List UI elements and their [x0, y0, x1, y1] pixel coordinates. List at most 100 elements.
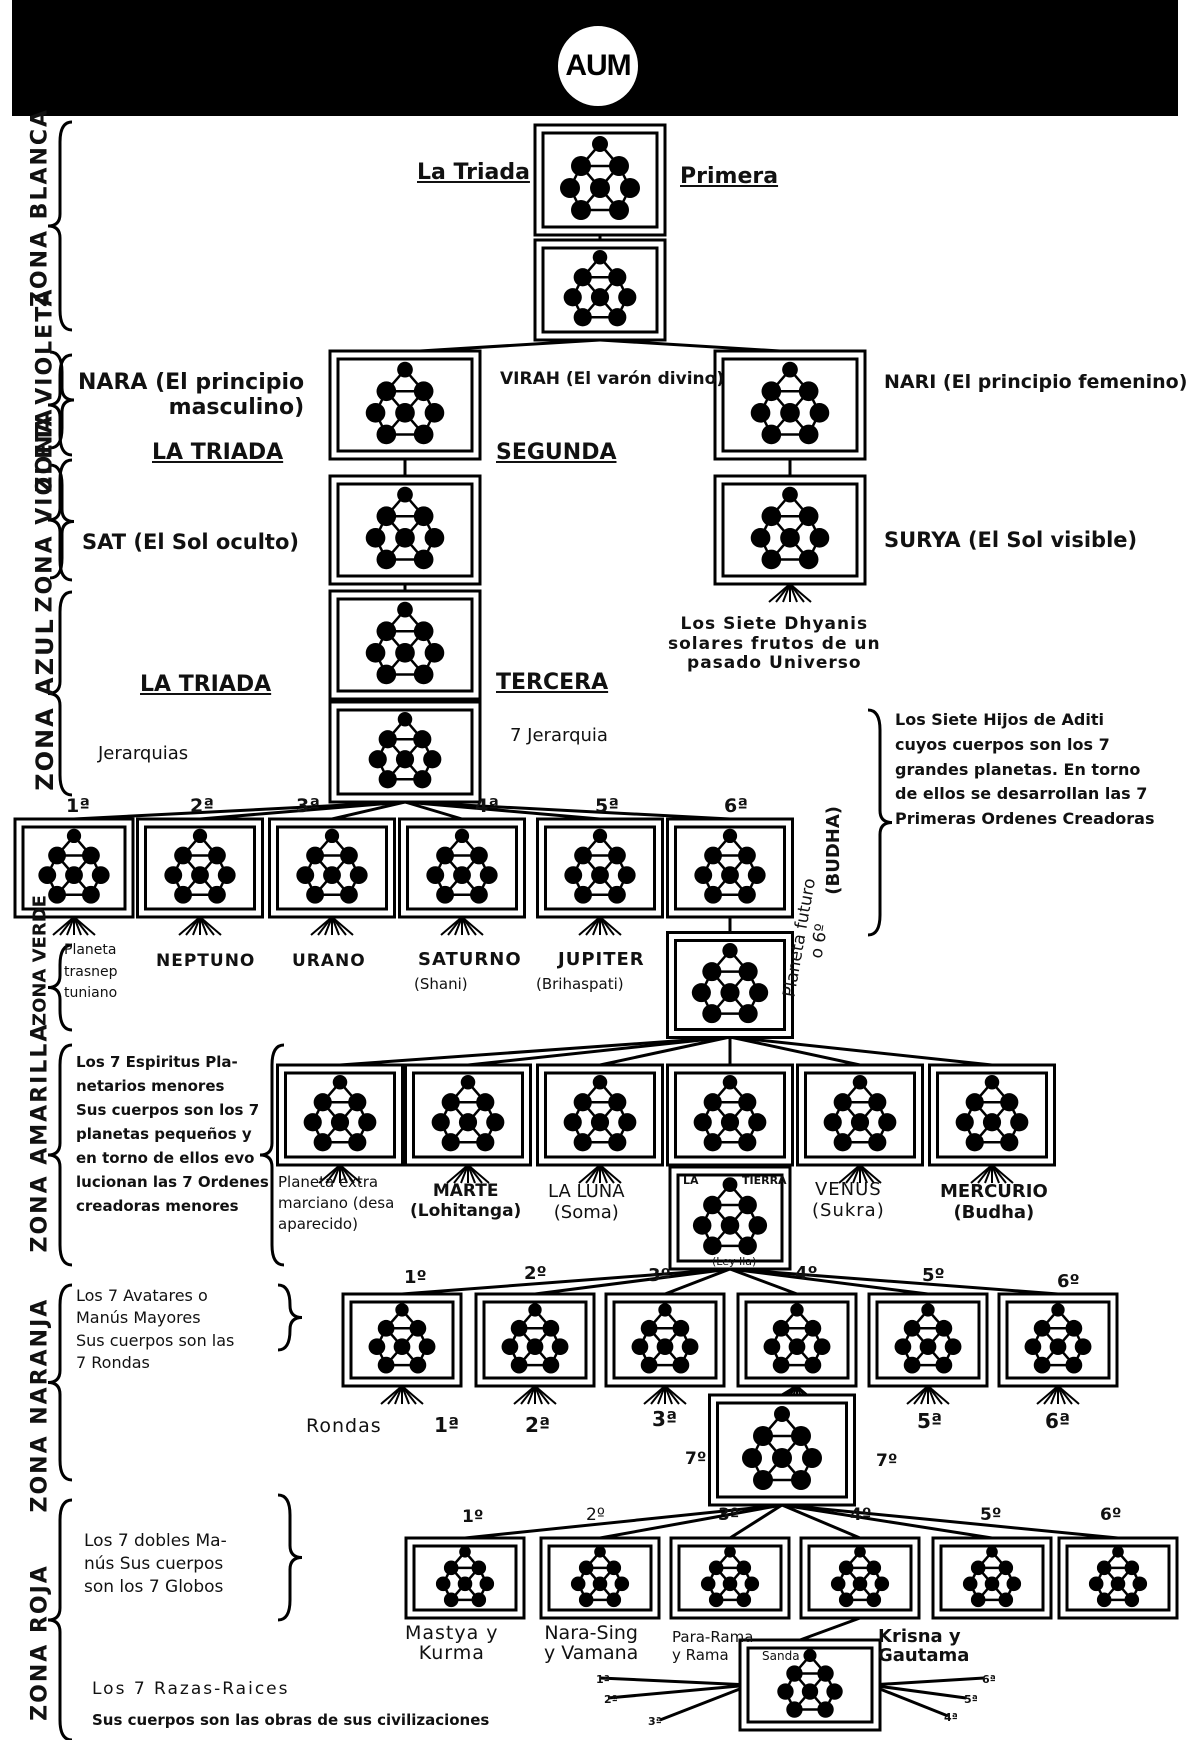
box-tierra: [668, 1165, 792, 1271]
box-first-1: [533, 123, 667, 237]
urano-label: URANO: [292, 951, 366, 971]
rondas-ord-1: 1ª: [434, 1413, 460, 1437]
rondas-ord-5: 5ª: [917, 1409, 943, 1433]
venus-label: VENUS (Sukra): [812, 1179, 885, 1221]
seventh-manu-right: 7º: [876, 1451, 898, 1471]
box-h3: [268, 817, 396, 919]
ronda-ordinal-2: 2º: [524, 1263, 547, 1284]
box-y3: [536, 1063, 664, 1167]
race-ordinal-1: 1ª: [596, 1673, 610, 1686]
box-g6: [1057, 1536, 1179, 1620]
box-sat: [328, 474, 482, 586]
third-triad-left: LA TRIADA: [140, 672, 272, 697]
box-seventh-round: [708, 1393, 856, 1507]
globe-ordinal-4: 4º: [850, 1505, 872, 1525]
luna-label: LA LUNA (Soma): [548, 1181, 625, 1223]
triad-boxes: [13, 123, 1179, 1732]
obras-label: Sus cuerpos son las obras de sus civiliz…: [92, 1711, 490, 1729]
zone-label-violeta-2: ZONA VIOLETA: [32, 407, 58, 613]
marte-label: MARTE (Lohitanga): [410, 1181, 522, 1221]
box-h1: [13, 817, 135, 919]
box-y5: [796, 1063, 924, 1167]
zone-label-naranja: ZONA NARANJA: [27, 1297, 53, 1513]
box-surya: [713, 474, 867, 586]
box-h2: [136, 817, 264, 919]
second-triad-right: SEGUNDA: [496, 440, 617, 465]
connector-lines: [73, 235, 1119, 1722]
globe-ordinal-6: 6º: [1100, 1505, 1122, 1525]
mastya-label: Mastya y Kurma: [405, 1622, 499, 1664]
saturno-label: SATURNO: [418, 949, 522, 970]
zone-label-amarilla: ZONA AMARILLA: [27, 1022, 53, 1253]
race-ordinal-3: 3ª: [648, 1715, 662, 1728]
box-r1: [341, 1292, 463, 1388]
nari-label: NARI (El principio femenino): [884, 371, 1188, 393]
neptuno-label: NEPTUNO: [156, 951, 256, 971]
globe-ordinal-5: 5º: [980, 1505, 1002, 1525]
second-triad-left: LA TRIADA: [152, 440, 284, 465]
first-triad-left: La Triada: [417, 160, 530, 185]
ronda-ordinal-3: 3º: [648, 1265, 671, 1286]
box-future: [666, 931, 794, 1039]
trasneptuniano-label: Planeta trasnep tuniano: [64, 942, 118, 1002]
hierarchy-ordinal-4: 4ª: [475, 795, 499, 817]
box-r4: [736, 1292, 858, 1388]
hierarchy-ordinal-1: 1ª: [66, 795, 90, 817]
aum-symbol: AUM: [554, 22, 642, 110]
box-third-1: [328, 589, 482, 701]
rondas-ord-2: 2ª: [525, 1413, 551, 1437]
virah-label: VIRAH (El varón divino): [500, 369, 725, 389]
jupiter-sub: (Brihaspati): [536, 975, 624, 993]
hierarchy-ordinal-2: 2ª: [190, 795, 214, 817]
box-razas: [738, 1638, 882, 1732]
ronda-ordinal-5: 5º: [922, 1265, 945, 1286]
dhyanis-note: Los Siete Dhyanis solares frutos de un p…: [668, 614, 881, 674]
box-g5: [931, 1536, 1053, 1620]
zone-label-blanca: ZONA BLANCA: [27, 107, 53, 308]
jupiter-label: JUPITER: [558, 949, 645, 970]
hierarchy-ordinal-6: 6ª: [724, 795, 748, 817]
zone-label-azul: ZONA AZUL: [31, 617, 59, 791]
naranja-note: Los 7 Avatares o Manús Mayores Sus cuerp…: [76, 1286, 235, 1373]
box-h5: [536, 817, 664, 919]
box-third-2: [328, 700, 482, 804]
nara-label: NARA (El principio masculino): [78, 370, 305, 421]
root-glyphs: [52, 583, 1080, 1405]
box-g3: [669, 1536, 791, 1620]
box-y1: [276, 1063, 404, 1167]
sanda-label: Sanda: [762, 1649, 800, 1663]
tierra-label: TIERRA: [742, 1174, 787, 1187]
box-y6: [928, 1063, 1056, 1167]
mercurio-label: MERCURIO (Budha): [940, 1181, 1048, 1223]
surya-label: SURYA (El Sol visible): [884, 528, 1138, 552]
first-triad-right: Primera: [680, 164, 779, 189]
box-first-2: [533, 238, 667, 342]
box-second-left: [328, 349, 482, 461]
saturno-sub: (Shani): [414, 975, 468, 993]
zone-label-verde: ZONA VERDE: [29, 895, 51, 1026]
globe-ordinal-3: 3º: [718, 1505, 740, 1525]
box-r2: [474, 1292, 596, 1388]
krisna-label: Krisna y Gautama: [878, 1626, 970, 1666]
jerarquias-label: Jerarquias: [98, 743, 189, 764]
hierarchy-ordinal-5: 5ª: [595, 795, 619, 817]
zone-label-roja: ZONA ROJA: [27, 1564, 53, 1721]
globe-ordinal-1: 1º: [462, 1507, 484, 1527]
tierra-la-label: LA: [683, 1174, 699, 1187]
seventh-manu-left: 7º: [685, 1449, 707, 1469]
ronda-ordinal-1: 1º: [404, 1267, 427, 1288]
box-y4: [666, 1063, 794, 1167]
ronda-ordinal-4: 4º: [795, 1263, 818, 1284]
box-g1: [404, 1536, 526, 1620]
rondas-label: Rondas: [306, 1415, 382, 1437]
box-g4: [799, 1536, 921, 1620]
para-rama-label: Para-Rama y Rama: [672, 1628, 754, 1664]
amarilla-note: Los 7 Espiritus Pla- netarios menores Su…: [76, 1053, 269, 1215]
box-h6: [666, 817, 794, 919]
race-ordinal-2: 2ª: [604, 1693, 618, 1706]
race-ordinal-5: 5ª: [964, 1693, 978, 1706]
rondas-ord-3: 3ª: [652, 1407, 678, 1431]
zone-braces: [47, 120, 893, 1740]
ronda-ordinal-6: 6º: [1057, 1271, 1080, 1292]
